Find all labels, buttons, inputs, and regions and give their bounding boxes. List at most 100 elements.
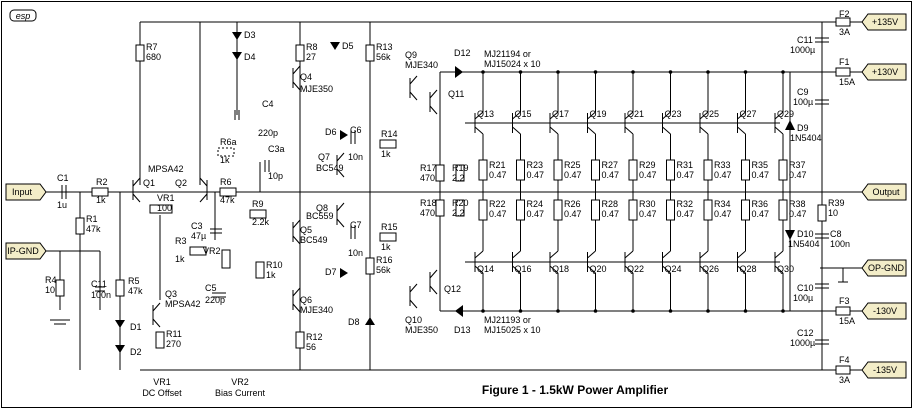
label-c5v: 220p — [205, 295, 225, 305]
terminal-ip-gnd[interactable] — [5, 242, 47, 260]
label-r13: R13 — [376, 42, 393, 52]
label-r9: R9 — [252, 199, 264, 209]
label-r12v: 56 — [306, 342, 316, 352]
label-r20v: 2.2 — [452, 208, 465, 218]
label-f2: F2 — [839, 9, 850, 19]
output-transistor-q14 — [474, 192, 488, 313]
label-r17v: 470 — [420, 173, 435, 183]
label-r4: R4 — [45, 275, 57, 285]
potentiometer-vr1 — [149, 204, 173, 214]
resistor-value-r25: 0.47 — [564, 170, 582, 180]
component-labels: Q13R210.47Q14R220.47Q15R230.47Q16R240.47… — [45, 9, 855, 385]
note-vr2-name: VR2 — [231, 377, 249, 387]
label-r12: R12 — [306, 332, 323, 342]
emitter-resistor-r33 — [703, 159, 713, 181]
resistor-label-r27: R27 — [602, 160, 619, 170]
fuse-f2 — [835, 17, 851, 27]
label-c5: C5 — [205, 283, 217, 293]
label-f3v: 15A — [839, 316, 855, 326]
label-vr1v: 100 — [157, 203, 172, 213]
label-r18: R18 — [420, 198, 437, 208]
terminal-m130[interactable] — [861, 302, 907, 320]
label-c4: C4 — [262, 99, 274, 109]
label-c7: C7 — [350, 220, 362, 230]
emitter-resistor-r27 — [591, 159, 600, 181]
emitter-resistor-r22 — [478, 199, 488, 221]
diode-d12 — [455, 66, 463, 78]
emitter-resistor-r28 — [591, 199, 600, 221]
label-q5: Q5 — [300, 225, 312, 235]
label-r17: R17 — [420, 163, 437, 173]
resistor-r13 — [365, 44, 375, 62]
terminal-output-label: Output — [872, 187, 900, 197]
output-transistor-q23 — [662, 70, 675, 192]
resistor-value-r30: 0.47 — [639, 209, 657, 219]
resistor-r3 — [189, 246, 207, 256]
terminal-p130[interactable] — [861, 63, 907, 81]
label-r18v: 470 — [420, 208, 435, 218]
transistor-label-q28: Q28 — [740, 264, 757, 274]
label-d3: D3 — [244, 30, 256, 40]
label-r11v: 270 — [166, 339, 181, 349]
diode-d7 — [340, 268, 348, 278]
label-q9: Q9 — [405, 50, 417, 60]
label-q6v: MJE340 — [300, 305, 333, 315]
input-stage-parts — [55, 32, 465, 353]
label-q5v: BC549 — [300, 235, 328, 245]
resistor-r39 — [817, 204, 827, 222]
resistor-label-r37: R37 — [789, 160, 806, 170]
output-transistor-q28 — [737, 192, 750, 313]
fuse-f1 — [835, 67, 851, 77]
resistor-r2 — [91, 187, 109, 197]
diode-d3 — [232, 32, 242, 40]
logo-text: esp — [16, 11, 31, 21]
label-r39: R39 — [828, 198, 845, 208]
label-r1v: 47k — [86, 224, 101, 234]
label-r13v: 56k — [376, 52, 391, 62]
label-f1v: 15A — [839, 77, 855, 87]
resistor-label-r22: R22 — [489, 199, 506, 209]
resistor-value-r21: 0.47 — [489, 170, 507, 180]
label-q11: Q11 — [448, 89, 464, 99]
emitter-resistor-r31 — [666, 159, 675, 181]
diode-d8 — [365, 317, 375, 325]
small-transistors — [132, 65, 438, 328]
label-d4: D4 — [244, 52, 256, 62]
resistor-value-r24: 0.47 — [527, 209, 545, 219]
label-r5v: 47k — [128, 286, 143, 296]
resistor-label-r38: R38 — [789, 199, 806, 209]
output-transistor-q16 — [512, 192, 525, 313]
diode-d10 — [785, 230, 795, 240]
diode-d13 — [455, 305, 463, 317]
label-q4v: MJE350 — [300, 84, 333, 94]
label-r8: R8 — [306, 42, 318, 52]
label-q8: Q8 — [316, 203, 328, 213]
terminal-p135[interactable] — [861, 13, 907, 31]
label-d7: D7 — [325, 267, 337, 277]
label-r1: R1 — [86, 214, 98, 224]
label-q12: Q12 — [444, 284, 461, 294]
resistor-r10 — [255, 261, 265, 279]
terminal-p135-label: +135V — [872, 17, 898, 27]
terminal-m135[interactable] — [861, 361, 907, 379]
terminal-output[interactable] — [861, 183, 907, 201]
output-transistor-q15 — [512, 70, 525, 192]
transistor-label-q18: Q18 — [552, 264, 569, 274]
fuse-f4 — [835, 365, 851, 375]
label-q2: Q2 — [175, 178, 187, 188]
resistor-r7 — [135, 44, 145, 62]
transistor-label-q19: Q19 — [590, 109, 607, 119]
output-transistor-q29 — [774, 70, 788, 192]
resistor-r12 — [295, 331, 305, 349]
label-d13: D13 — [454, 325, 471, 335]
label-c8v: 100n — [830, 239, 850, 249]
label-r14v: 1k — [381, 149, 391, 159]
terminal-op-gnd[interactable] — [861, 259, 907, 277]
note-vr1-desc: DC Offset — [142, 388, 182, 398]
transistor-label-q15: Q15 — [515, 109, 532, 119]
terminal-input[interactable] — [5, 183, 47, 201]
label-r15v: 1k — [381, 242, 391, 252]
resistor-r6a — [217, 147, 235, 157]
